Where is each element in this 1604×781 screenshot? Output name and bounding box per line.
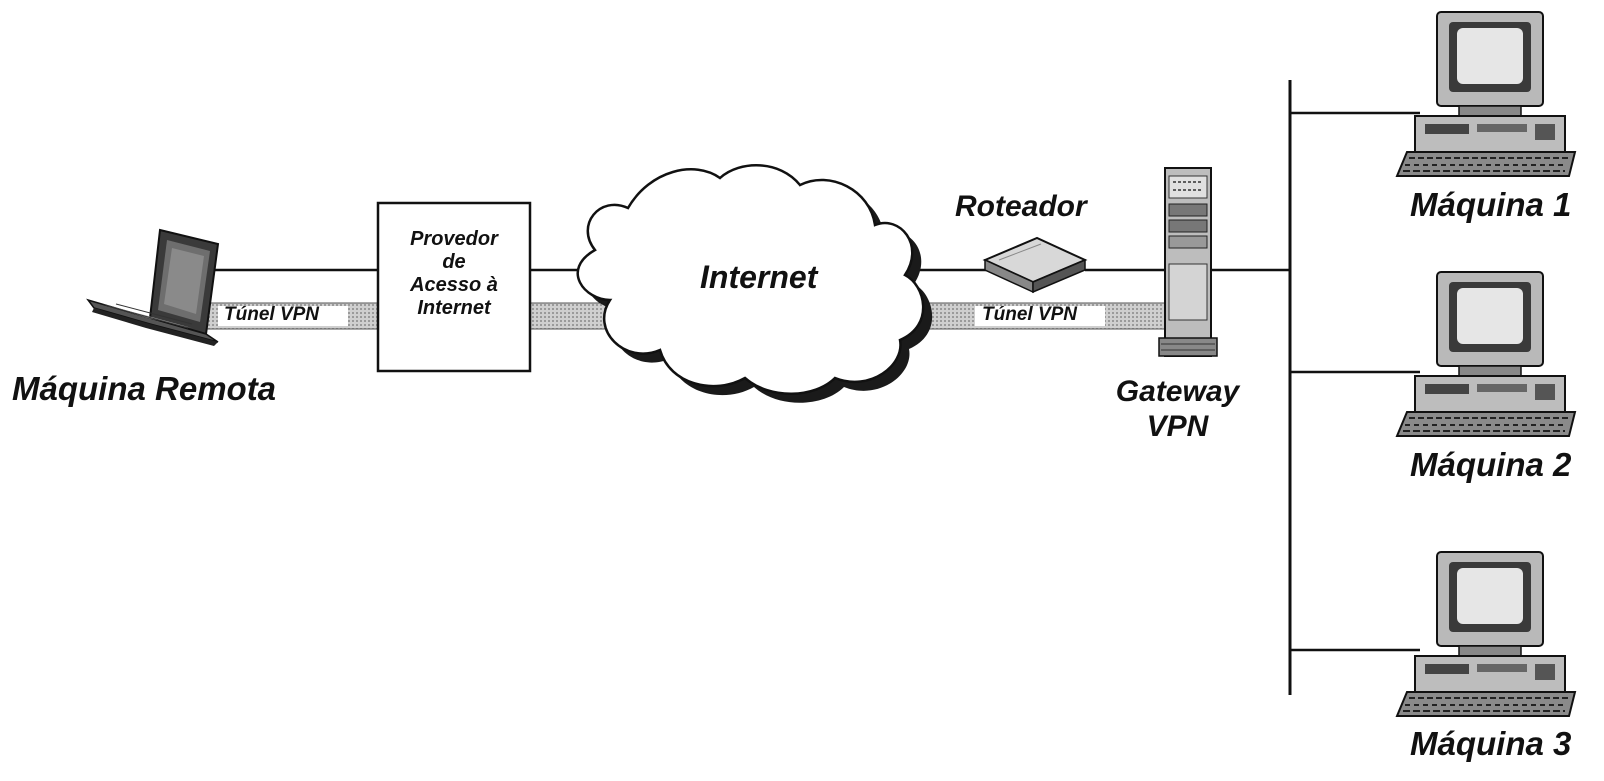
desktop-computer-icon — [1395, 271, 1577, 437]
internet-label: Internet — [700, 259, 818, 295]
router-icon — [982, 236, 1088, 294]
machine-3-label: Máquina 3 — [1410, 725, 1572, 762]
provider-label: Provedor de Acesso à Internet — [380, 228, 528, 320]
gateway-label: Gateway VPN — [1105, 375, 1250, 444]
gateway-label-line: Gateway — [1115, 375, 1240, 408]
desktop-computer-icon — [1395, 11, 1577, 177]
tunnel-label-right: Túnel VPN — [982, 304, 1078, 325]
remote-machine-label: Máquina Remota — [12, 370, 277, 407]
provider-label-line: Provedor — [410, 228, 498, 250]
machine-2-label: Máquina 2 — [1410, 446, 1572, 483]
tunnel-bar-provider-cloud — [530, 303, 615, 329]
provider-label-line: Internet — [417, 297, 491, 319]
provider-label-line: Acesso à — [410, 274, 498, 296]
router-label: Roteador — [955, 190, 1087, 223]
server-tower-icon — [1158, 167, 1218, 357]
connection-lines — [205, 80, 1420, 695]
gateway-label-line: VPN — [1146, 409, 1209, 443]
provider-box — [376, 201, 532, 373]
cloud-icon — [576, 164, 933, 403]
vpn-tunnel — [195, 302, 1170, 330]
machine-1-label: Máquina 1 — [1410, 186, 1572, 223]
desktop-computer-icon — [1395, 551, 1577, 717]
laptop-icon — [86, 228, 220, 346]
provider-label-line: de — [442, 251, 466, 273]
tunnel-label-left: Túnel VPN — [224, 304, 320, 325]
